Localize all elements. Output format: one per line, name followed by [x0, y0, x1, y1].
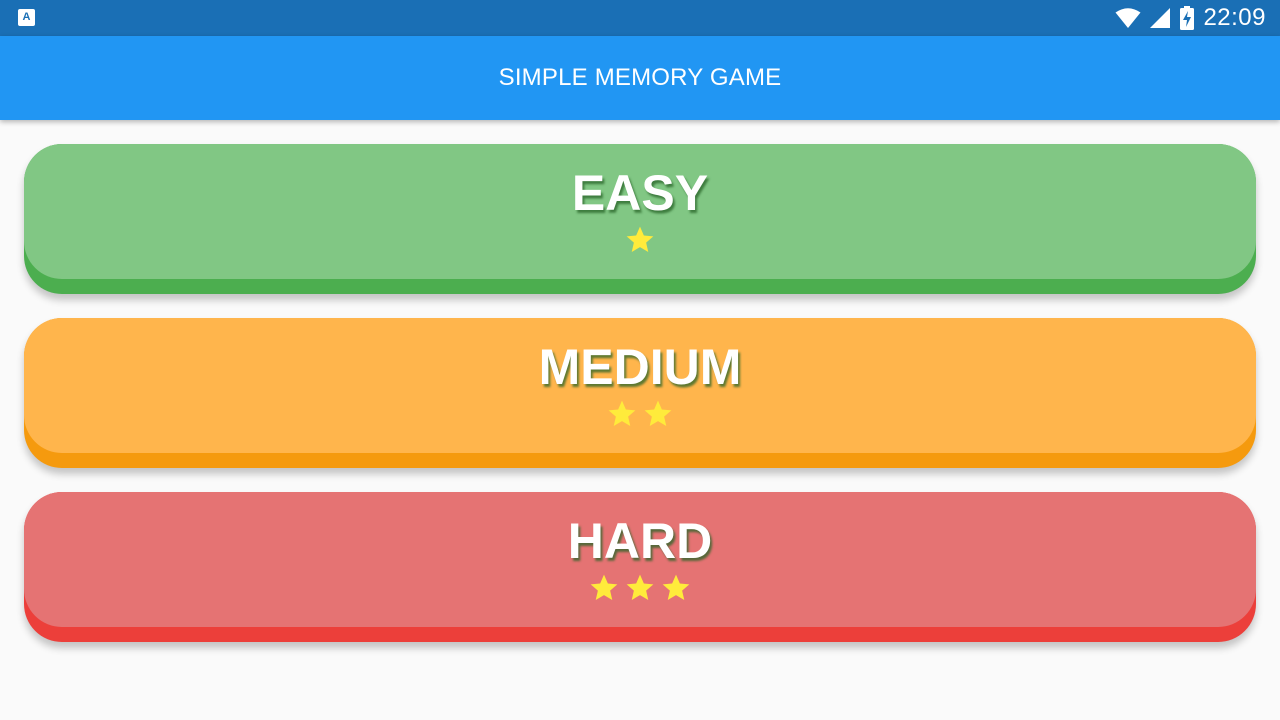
signal-icon	[1150, 8, 1171, 28]
medium-level-face: MEDIUM	[24, 318, 1256, 453]
star-icon	[608, 400, 636, 426]
star-icon	[626, 226, 654, 252]
easy-difficulty-stars	[624, 224, 656, 258]
wifi-icon	[1115, 8, 1141, 28]
star-icon	[644, 400, 672, 426]
star-icon	[662, 574, 690, 600]
status-time: 22:09	[1203, 4, 1266, 31]
star-icon	[590, 574, 618, 600]
status-icons: 22:09	[1115, 0, 1266, 36]
battery-charging-icon	[1180, 6, 1195, 30]
status-bar: A 22:09	[0, 0, 1280, 36]
app-title: SIMPLE MEMORY GAME	[498, 64, 782, 91]
app-bar: SIMPLE MEMORY GAME	[0, 36, 1280, 120]
medium-level-label: MEDIUM	[538, 339, 742, 395]
star-icon	[626, 574, 654, 600]
hard-level-button[interactable]: HARD	[24, 492, 1256, 642]
easy-level-face: EASY	[24, 144, 1256, 279]
hard-level-label: HARD	[567, 513, 713, 569]
easy-level-button[interactable]: EASY	[24, 144, 1256, 294]
hard-difficulty-stars	[588, 572, 692, 606]
medium-difficulty-stars	[606, 398, 674, 432]
app-notification-icon: A	[18, 9, 35, 26]
hard-level-face: HARD	[24, 492, 1256, 627]
easy-level-label: EASY	[571, 165, 709, 221]
medium-level-button[interactable]: MEDIUM	[24, 318, 1256, 468]
